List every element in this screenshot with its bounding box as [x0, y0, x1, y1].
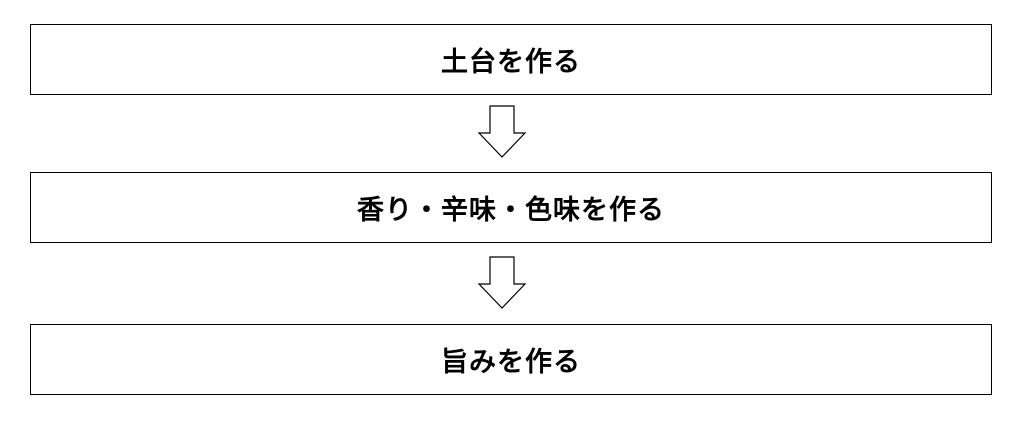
step-label-1: 土台を作る — [441, 47, 581, 78]
down-arrow-icon — [477, 256, 527, 309]
step-label-2: 香り・辛味・色味を作る — [357, 195, 665, 226]
step-box-2: 香り・辛味・色味を作る — [30, 172, 992, 243]
down-arrow-icon — [477, 105, 527, 158]
step-box-3: 旨みを作る — [30, 324, 992, 395]
step-box-1: 土台を作る — [30, 24, 992, 95]
step-label-3: 旨みを作る — [441, 347, 581, 378]
